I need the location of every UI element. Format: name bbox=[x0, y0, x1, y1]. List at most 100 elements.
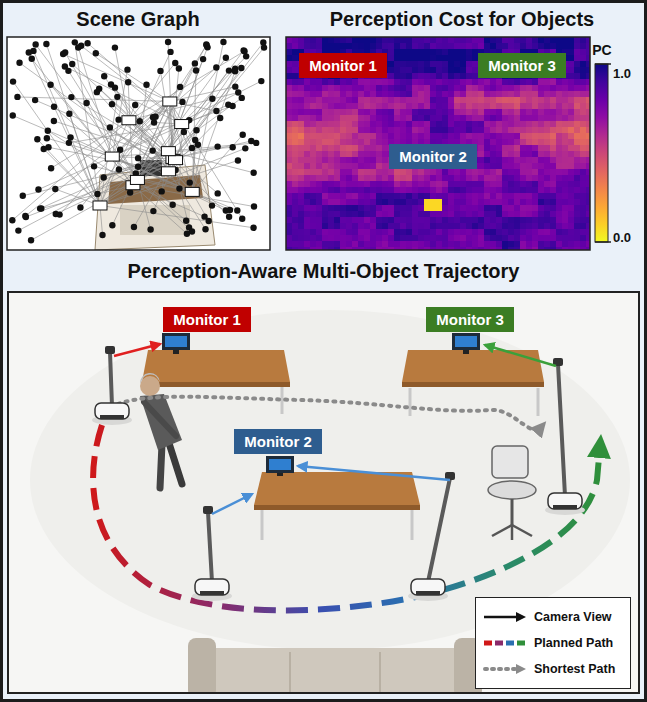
heatmap-cell bbox=[574, 67, 581, 74]
heatmap-cell bbox=[424, 217, 431, 224]
heatmap-cell bbox=[430, 115, 437, 122]
heatmap-cell bbox=[484, 157, 491, 164]
graph-node bbox=[66, 111, 72, 117]
heatmap-cell bbox=[520, 169, 527, 176]
graph-edge bbox=[23, 159, 173, 196]
heatmap-cell bbox=[526, 175, 533, 182]
heatmap-cell bbox=[412, 223, 419, 230]
heatmap-cell bbox=[436, 211, 443, 218]
heatmap-cell bbox=[442, 127, 449, 134]
heatmap-cell bbox=[352, 91, 359, 98]
heatmap-cell bbox=[556, 187, 563, 194]
heatmap-cell bbox=[538, 157, 545, 164]
heatmap-cell bbox=[412, 115, 419, 122]
heatmap-cell bbox=[376, 187, 383, 194]
graph-node bbox=[135, 155, 141, 161]
graph-node bbox=[200, 56, 206, 62]
heatmap-cell bbox=[310, 199, 317, 206]
heatmap-cell bbox=[376, 181, 383, 188]
heatmap-cell bbox=[346, 91, 353, 98]
heatmap-cell bbox=[502, 91, 509, 98]
graph-node bbox=[143, 82, 149, 88]
heatmap-cell bbox=[544, 169, 551, 176]
heatmap-cell bbox=[346, 205, 353, 212]
heatmap-cell bbox=[454, 97, 461, 104]
heatmap-cell bbox=[340, 163, 347, 170]
heatmap-cell bbox=[502, 187, 509, 194]
heatmap-cell bbox=[496, 79, 503, 86]
heatmap-cell bbox=[358, 133, 365, 140]
heatmap-cell bbox=[394, 223, 401, 230]
heatmap-cell bbox=[466, 85, 473, 92]
heatmap-cell bbox=[376, 199, 383, 206]
graph-node bbox=[29, 56, 35, 62]
heatmap-cell bbox=[406, 181, 413, 188]
heatmap-cell bbox=[304, 193, 311, 200]
heatmap-cell bbox=[340, 169, 347, 176]
heatmap-cell bbox=[382, 217, 389, 224]
heatmap-cell bbox=[358, 85, 365, 92]
heatmap-cell bbox=[370, 139, 377, 146]
heatmap-cell bbox=[562, 103, 569, 110]
heatmap-cell bbox=[382, 115, 389, 122]
heatmap-cell bbox=[340, 199, 347, 206]
heatmap-cell bbox=[292, 67, 299, 74]
graph-node bbox=[51, 118, 57, 124]
heatmap-cell bbox=[448, 187, 455, 194]
heatmap-cell bbox=[436, 67, 443, 74]
heatmap-cell bbox=[478, 157, 485, 164]
graph-node bbox=[214, 143, 220, 149]
heatmap-cell bbox=[346, 223, 353, 230]
heatmap-cell bbox=[442, 73, 449, 80]
heatmap-cell bbox=[574, 217, 581, 224]
heatmap-cell bbox=[580, 199, 587, 206]
heatmap-cell bbox=[352, 97, 359, 104]
heatmap-cell bbox=[514, 163, 521, 170]
heatmap-cell bbox=[472, 223, 479, 230]
heatmap-cell bbox=[334, 217, 341, 224]
heatmap-cell bbox=[496, 181, 503, 188]
heatmap-cell bbox=[292, 61, 299, 68]
heatmap-cell bbox=[322, 211, 329, 218]
heatmap-cell bbox=[544, 151, 551, 158]
graph-node bbox=[220, 39, 226, 45]
heatmap-cell bbox=[532, 181, 539, 188]
heatmap-cell bbox=[316, 223, 323, 230]
graph-edge bbox=[192, 71, 235, 192]
heatmap-cell bbox=[490, 97, 497, 104]
heatmap-cell bbox=[400, 85, 407, 92]
heatmap-cell bbox=[514, 109, 521, 116]
heatmap-cell bbox=[442, 193, 449, 200]
heatmap-cell bbox=[358, 163, 365, 170]
heatmap-cell bbox=[352, 205, 359, 212]
heatmap-cell bbox=[574, 157, 581, 164]
heatmap-cell bbox=[556, 85, 563, 92]
graph-edge bbox=[31, 160, 175, 240]
heatmap-cell bbox=[334, 193, 341, 200]
heatmap-cell bbox=[490, 139, 497, 146]
heatmap-cell bbox=[580, 55, 587, 62]
graph-node bbox=[235, 157, 241, 163]
heatmap-cell bbox=[346, 43, 353, 50]
graph-node bbox=[112, 44, 118, 50]
heatmap-cell bbox=[490, 181, 497, 188]
heatmap-cell bbox=[538, 187, 545, 194]
heatmap-cell bbox=[562, 145, 569, 152]
heatmap-cell bbox=[322, 169, 329, 176]
heatmap-cell bbox=[484, 211, 491, 218]
heatmap-cell bbox=[562, 175, 569, 182]
heatmap-cell bbox=[298, 223, 305, 230]
heatmap-cell bbox=[286, 115, 293, 122]
graph-edge bbox=[41, 185, 133, 208]
heatmap-cell bbox=[532, 127, 539, 134]
heatmap-cell bbox=[358, 97, 365, 104]
heatmap-cell bbox=[460, 223, 467, 230]
graph-node bbox=[181, 129, 187, 135]
graph-node bbox=[132, 102, 138, 108]
graph-node bbox=[251, 203, 257, 209]
graph-node bbox=[213, 108, 219, 114]
heatmap-cell bbox=[472, 169, 479, 176]
heatmap-cell bbox=[442, 175, 449, 182]
heatmap-cell bbox=[550, 91, 557, 98]
heatmap-cell bbox=[442, 133, 449, 140]
